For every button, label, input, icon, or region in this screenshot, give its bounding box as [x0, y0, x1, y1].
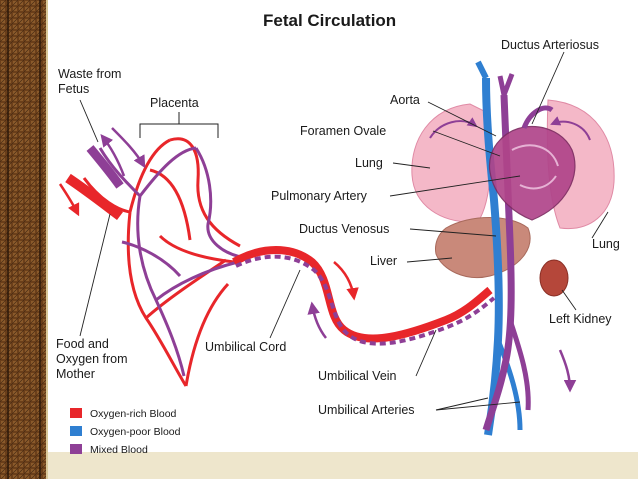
decorative-border	[0, 0, 48, 479]
waste-vessel	[86, 145, 124, 189]
heart-detail	[511, 144, 559, 167]
legend: Oxygen-rich Blood Oxygen-poor Blood Mixe…	[70, 408, 181, 456]
lung-flow-arrow-right	[550, 116, 591, 141]
label-pulmonary-artery: Pulmonary Artery	[271, 189, 368, 203]
cord-flow-arrow-red	[333, 261, 359, 301]
label-left-kidney: Left Kidney	[549, 312, 612, 326]
waste-flow-arrow	[100, 134, 126, 177]
label-placenta: Placenta	[150, 96, 199, 110]
heart-detail-2	[519, 175, 557, 190]
legend-label-mixed: Mixed Blood	[90, 444, 148, 456]
blue-vessel-branch	[495, 339, 523, 431]
label-umbilical-vein: Umbilical Vein	[318, 369, 397, 383]
label-liver: Liver	[370, 254, 397, 268]
maternal-supply-vessel	[65, 173, 124, 220]
maternal-flow-arrow	[58, 183, 80, 217]
bottom-strip	[48, 452, 638, 479]
ductus-arteriosus-vessel	[521, 105, 554, 130]
legend-swatch-oxygen-rich	[70, 408, 82, 418]
label-umbilical-cord: Umbilical Cord	[205, 340, 286, 354]
label-foramen-ovale: Foramen Ovale	[300, 124, 386, 138]
label-lung-left: Lung	[355, 156, 383, 170]
label-ductus-arteriosus: Ductus Arteriosus	[501, 38, 599, 52]
purple-vessel-branch	[507, 319, 531, 411]
leader-lines	[79, 51, 609, 411]
label-waste-line2: Fetus	[58, 82, 89, 96]
label-lung-right: Lung	[592, 237, 620, 251]
placenta-vessels-purple	[98, 146, 247, 377]
placenta-bracket	[139, 123, 219, 138]
label-food-line2: Oxygen from	[56, 352, 128, 366]
label-umbilical-arteries: Umbilical Arteries	[318, 403, 415, 417]
placenta-flow-arrow	[111, 127, 146, 169]
label-waste-line1: Waste from	[58, 67, 121, 81]
umbilical-cord-purple	[235, 254, 496, 346]
legend-label-oxygen-poor: Oxygen-poor Blood	[90, 426, 181, 438]
legend-swatch-oxygen-poor	[70, 426, 82, 436]
liver-shape	[435, 217, 531, 278]
blue-vessel-main	[482, 77, 503, 436]
left-kidney-shape	[539, 259, 569, 297]
legend-swatch-mixed	[70, 444, 82, 454]
cord-flow-arrow-purple	[307, 301, 327, 339]
descending-flow-arrow	[558, 349, 577, 393]
label-food-line1: Food and	[56, 337, 109, 351]
diagram-title: Fetal Circulation	[263, 11, 396, 30]
blue-vessel-top	[475, 60, 489, 80]
label-aorta: Aorta	[390, 93, 420, 107]
label-ductus-venosus: Ductus Venosus	[299, 222, 389, 236]
heart-shape	[488, 125, 576, 221]
label-food-line3: Mother	[56, 367, 95, 381]
purple-vessel-top	[497, 73, 515, 96]
legend-label-oxygen-rich: Oxygen-rich Blood	[90, 408, 177, 420]
